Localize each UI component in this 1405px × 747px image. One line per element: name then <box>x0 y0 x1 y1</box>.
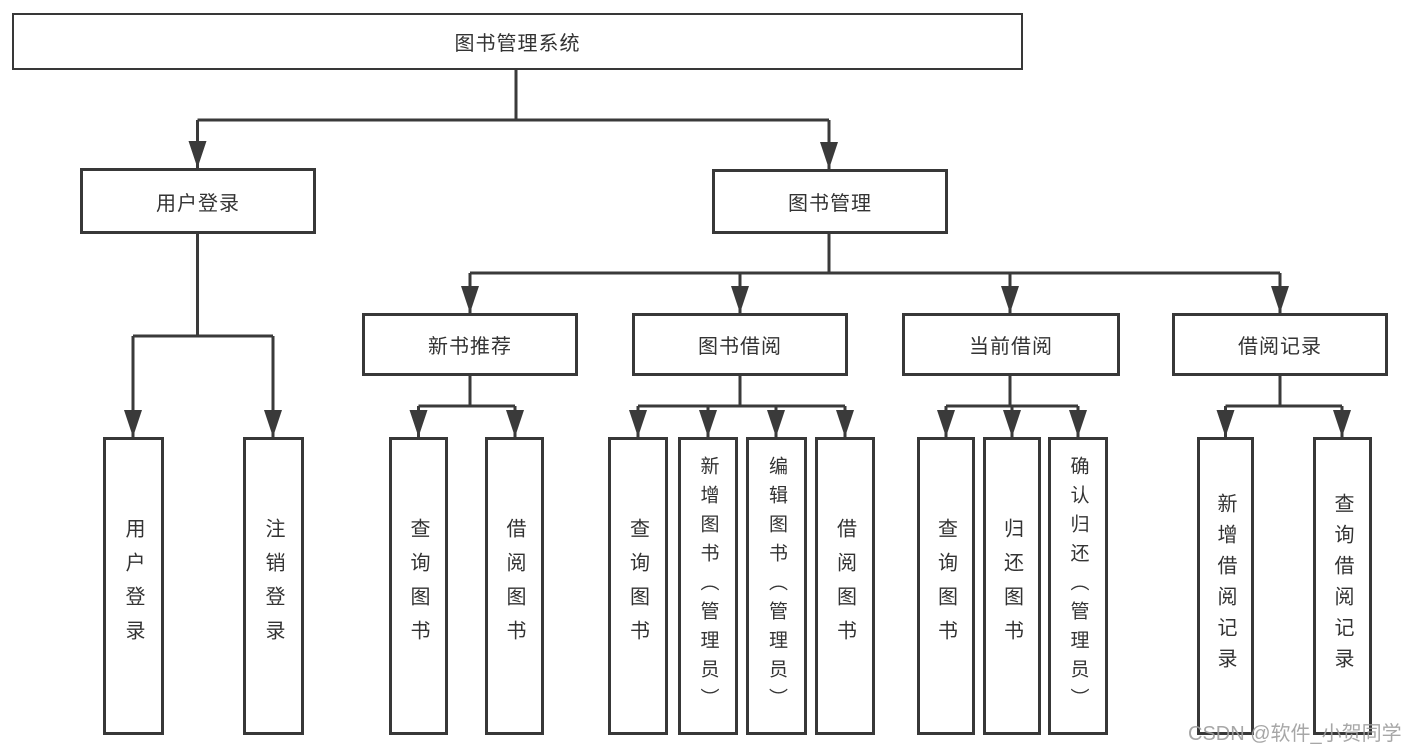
connector-user-login-to-leaves <box>124 234 282 437</box>
leaf-borrow-add-label: 新增图书（管理员） <box>697 455 719 717</box>
leaf-borrow-add: 新增图书（管理员） <box>678 437 738 735</box>
node-current-borrow: 当前借阅 <box>902 313 1120 376</box>
node-user-login: 用户登录 <box>80 168 316 234</box>
node-root: 图书管理系统 <box>12 13 1023 70</box>
leaf-borrow-query: 查询图书 <box>608 437 668 735</box>
connector-book-borrow-to-leaves <box>629 376 854 437</box>
node-new-book-recommend-label: 新书推荐 <box>428 336 512 358</box>
node-borrow-records-label: 借阅记录 <box>1238 336 1322 358</box>
node-book-management: 图书管理 <box>712 169 948 234</box>
node-book-borrow: 图书借阅 <box>632 313 848 376</box>
leaf-new-books-query: 查询图书 <box>389 437 448 735</box>
leaf-new-books-borrow-label: 借阅图书 <box>503 518 525 654</box>
leaf-new-books-query-label: 查询图书 <box>407 518 429 654</box>
connector-borrow-records-to-leaves <box>1216 376 1351 437</box>
leaf-user-login-label: 用户登录 <box>122 518 144 654</box>
watermark: CSDN @软件_小贺同学 <box>1188 723 1402 745</box>
leaf-logout-label: 注销登录 <box>262 518 284 654</box>
leaf-borrow-edit-label: 编辑图书（管理员） <box>766 455 787 717</box>
node-user-login-label: 用户登录 <box>156 192 240 215</box>
leaf-borrow-borrow: 借阅图书 <box>815 437 875 735</box>
leaf-records-query-label: 查询借阅记录 <box>1331 493 1353 679</box>
leaf-logout: 注销登录 <box>243 437 304 735</box>
node-book-borrow-label: 图书借阅 <box>698 336 782 358</box>
leaf-current-return: 归还图书 <box>983 437 1041 735</box>
connector-root-to-level2 <box>188 69 838 169</box>
leaf-current-query-label: 查询图书 <box>934 518 957 654</box>
node-borrow-records: 借阅记录 <box>1172 313 1388 376</box>
leaf-current-query: 查询图书 <box>917 437 975 735</box>
connector-book-management-to-level3 <box>461 234 1289 313</box>
leaf-current-confirm-return-label: 确认归还（管理员） <box>1067 455 1089 717</box>
leaf-records-add: 新增借阅记录 <box>1197 437 1254 735</box>
node-new-book-recommend: 新书推荐 <box>362 313 578 376</box>
node-root-label: 图书管理系统 <box>454 33 581 55</box>
leaf-current-confirm-return: 确认归还（管理员） <box>1048 437 1108 735</box>
leaf-user-login: 用户登录 <box>103 437 164 735</box>
leaf-current-return-label: 归还图书 <box>1000 518 1023 654</box>
leaf-new-books-borrow: 借阅图书 <box>485 437 544 735</box>
leaf-records-add-label: 新增借阅记录 <box>1214 493 1236 679</box>
node-book-management-label: 图书管理 <box>788 193 872 215</box>
leaf-records-query: 查询借阅记录 <box>1313 437 1372 735</box>
leaf-borrow-query-label: 查询图书 <box>626 518 649 654</box>
node-current-borrow-label: 当前借阅 <box>969 336 1053 358</box>
leaf-borrow-borrow-label: 借阅图书 <box>833 518 856 654</box>
connector-current-borrow-to-leaves <box>937 376 1087 437</box>
connector-new-book-recommend-to-leaves <box>409 376 524 437</box>
leaf-borrow-edit: 编辑图书（管理员） <box>746 437 807 735</box>
